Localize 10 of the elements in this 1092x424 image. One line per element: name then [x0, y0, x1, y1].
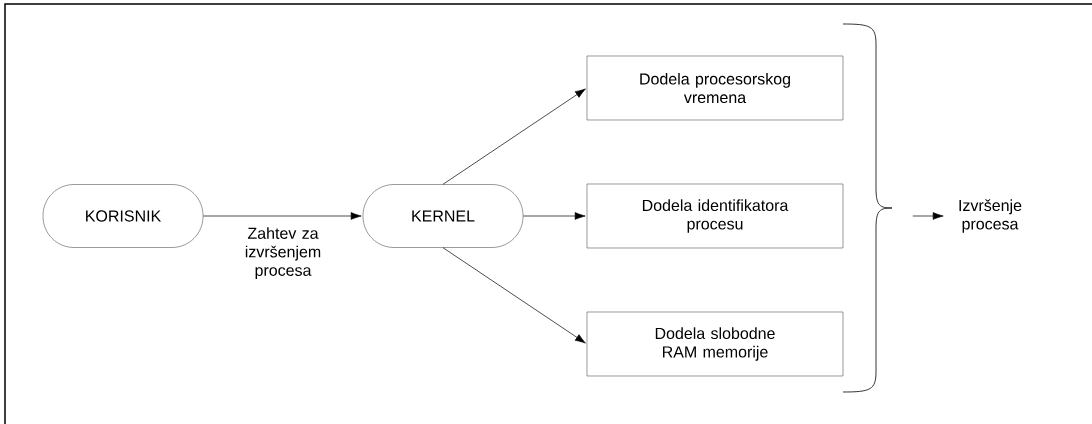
result-text: Izvršenje procesa — [959, 199, 1022, 233]
edge-label: Zahtev za izvršenjem procesa — [245, 227, 321, 280]
process-box: Dodela procesorskog vremena — [586, 55, 844, 121]
arrow — [442, 247, 586, 344]
arrow — [202, 212, 362, 220]
arrow — [912, 212, 944, 220]
process-box: Dodela identifikatora procesu — [586, 183, 844, 249]
arrow — [442, 88, 586, 185]
arrow — [522, 212, 586, 220]
process-box: Dodela slobodne RAM memorije — [586, 311, 844, 377]
